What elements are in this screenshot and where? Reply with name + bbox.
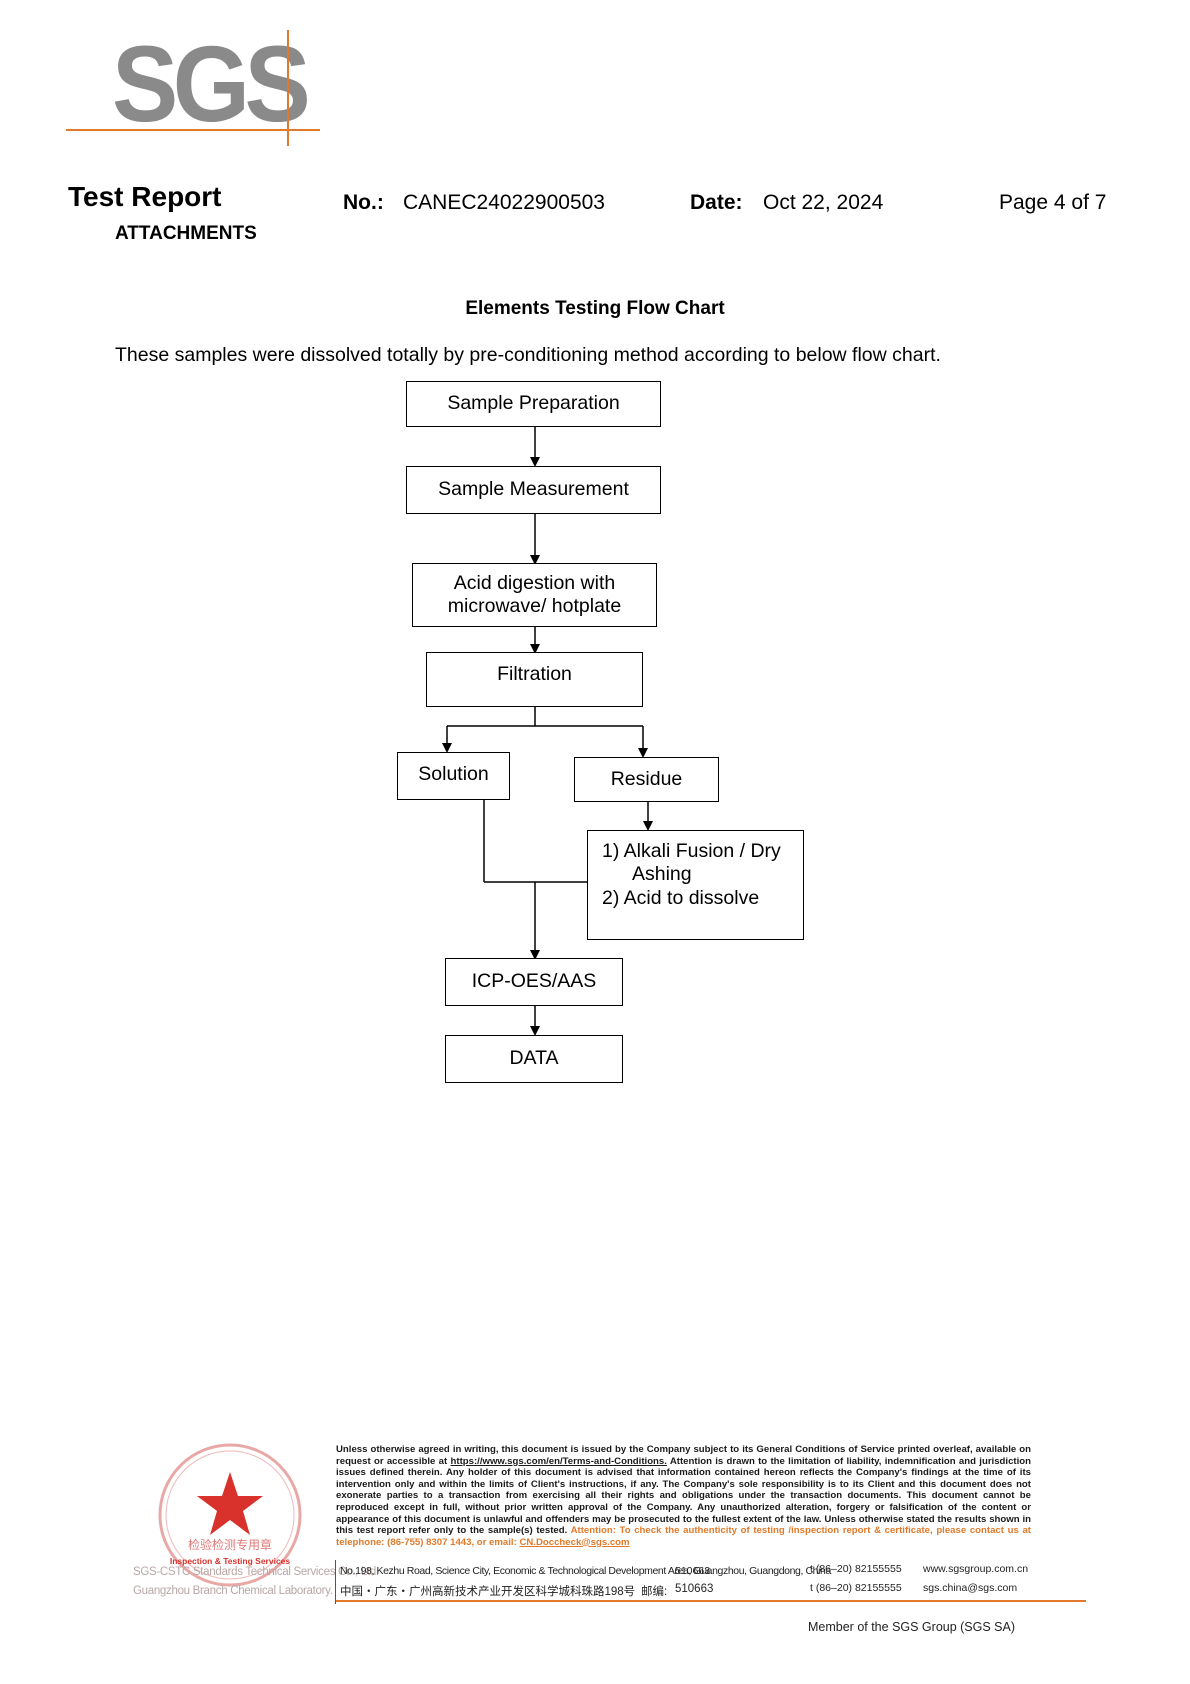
flow-residue-label: Residue [610, 767, 683, 790]
flow-icp-label: ICP-OES/AAS [471, 970, 597, 993]
flow-alkali-step1: 1) Alkali Fusion / Dry [602, 840, 781, 862]
disclaimer-text-1: Unless otherwise agreed in writing, this… [336, 1444, 1031, 1467]
report-date: Oct 22, 2024 [763, 191, 884, 214]
telephone-1: t (86–20) 82155555 [810, 1563, 902, 1575]
flow-sample-preparation: Sample Preparation [406, 381, 661, 427]
report-number-label: No.: [343, 191, 384, 214]
zip-code-chinese-label: 邮编: [641, 1586, 668, 1598]
flow-residue: Residue [574, 757, 719, 802]
company-seal: 检验检测专用章 Inspection & Testing Services [158, 1443, 302, 1587]
stamp-sub-text: Inspection & Testing Services [170, 1556, 291, 1566]
flow-alkali-step2: 2) Acid to dissolve [602, 886, 760, 909]
report-number: CANEC24022900503 [403, 191, 605, 214]
flow-icp: ICP-OES/AAS [445, 958, 623, 1006]
zip-code-chinese: 510663 [675, 1583, 714, 1595]
flow-acid-digestion-line2: microwave/ hotplate [447, 595, 622, 617]
flow-alkali-step1-cont: Ashing [632, 863, 692, 886]
sgs-logo: SGS [112, 23, 311, 144]
flow-filtration-label: Filtration [497, 663, 572, 685]
section-intro: These samples were dissolved totally by … [115, 344, 941, 366]
date-label: Date: [690, 191, 743, 214]
flow-acid-digestion-line1: Acid digestion with [453, 571, 616, 594]
footer-disclaimer: Unless otherwise agreed in writing, this… [336, 1444, 1031, 1548]
doccheck-email-link[interactable]: CN.Doccheck@sgs.com [519, 1536, 630, 1548]
stamp-caption-line1: SGS-CSTC Standards Technical Services Co… [133, 1566, 379, 1578]
member-statement: Member of the SGS Group (SGS SA) [808, 1620, 1016, 1634]
contact-email-link[interactable]: sgs.china@sgs.com [923, 1582, 1018, 1594]
flow-solution-label: Solution [418, 763, 489, 785]
address-chinese: 中国・广东・广州高新技术产业开发区科学城科珠路198号 [340, 1586, 636, 1598]
flow-sample-measurement: Sample Measurement [406, 466, 661, 514]
footer-vertical-divider [335, 1560, 336, 1604]
flow-alkali-fusion: 1) Alkali Fusion / Dry Ashing 2) Acid to… [587, 830, 804, 940]
address-english: No.198, Kezhu Road, Science City, Econom… [340, 1565, 831, 1577]
report-title: Test Report [68, 181, 222, 212]
flow-solution: Solution [397, 752, 510, 800]
flow-data: DATA [445, 1035, 623, 1083]
star-icon [197, 1472, 263, 1535]
flow-data-label: DATA [509, 1047, 559, 1070]
terms-link[interactable]: https://www.sgs.com/en/Terms-and-Conditi… [450, 1455, 667, 1467]
section-title: Elements Testing Flow Chart [465, 298, 725, 319]
stamp-center-text: 检验检测专用章 [188, 1537, 272, 1552]
telephone-2: t (86–20) 82155555 [810, 1582, 902, 1594]
footer-horizontal-divider [336, 1600, 1086, 1602]
flow-filtration: Filtration [426, 652, 643, 707]
zip-code-english: 510663 [675, 1565, 711, 1577]
attention-text: Attention: To check the authenticity of … [336, 1525, 1032, 1548]
stamp-caption-line2: Guangzhou Branch Chemical Laboratory. [133, 1585, 333, 1597]
flow-sample-measurement-label: Sample Measurement [438, 478, 629, 501]
logo-vertical-rule [287, 30, 289, 146]
website-link[interactable]: www.sgsgroup.com.cn [923, 1563, 1029, 1575]
disclaimer-text-2: Attention is drawn to the limitation of … [336, 1455, 1031, 1537]
flow-sample-preparation-label: Sample Preparation [447, 392, 620, 415]
logo-horizontal-rule [66, 129, 320, 131]
page-number: Page 4 of 7 [999, 191, 1107, 214]
flow-acid-digestion: Acid digestion with microwave/ hotplate [412, 563, 657, 627]
report-subtitle: ATTACHMENTS [115, 223, 257, 244]
